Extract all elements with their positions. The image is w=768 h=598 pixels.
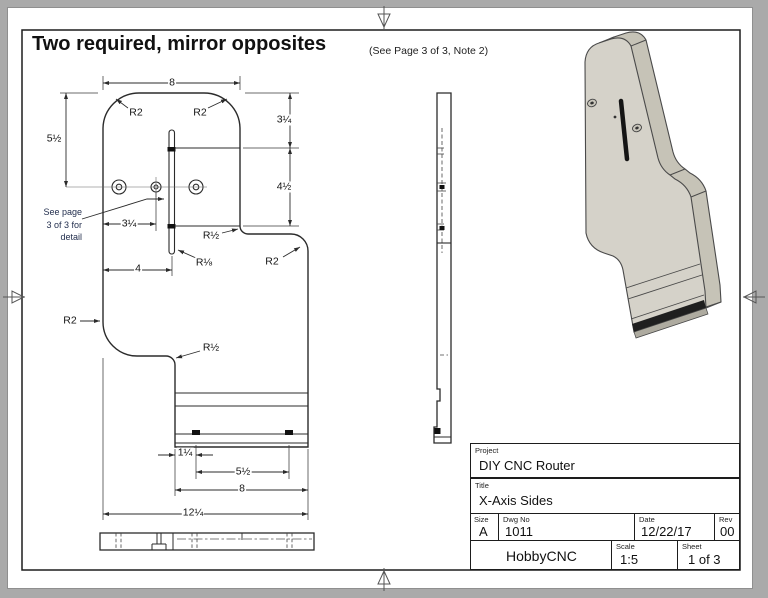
rev-cell: Rev 00 [714, 514, 741, 540]
center-mark-left [3, 290, 26, 304]
company-name: HobbyCNC [506, 548, 577, 564]
title-block-info-row: Size A Dwg No 1011 Date 12/22/17 Rev 00 [471, 514, 739, 541]
foot-hole-mark-right [285, 430, 293, 435]
iso-front-face [584, 37, 707, 333]
iso-slot [618, 98, 630, 162]
front-view [66, 92, 309, 448]
foot-hole-mark-left [192, 430, 200, 435]
title-value: X-Axis Sides [479, 493, 553, 508]
slot-tick-lower [167, 224, 176, 229]
dwg-no-value: 1011 [505, 524, 533, 539]
size-label: Size [474, 515, 489, 524]
date-value: 12/22/17 [641, 524, 692, 539]
rev-value: 00 [720, 524, 735, 539]
date-label: Date [639, 515, 655, 524]
project-value: DIY CNC Router [479, 458, 575, 473]
size-cell: Size A [471, 514, 498, 540]
title-block-project-row: Project DIY CNC Router [471, 444, 739, 479]
center-mark-top [377, 6, 391, 29]
center-mark-right [742, 290, 765, 304]
iso-view [584, 31, 722, 339]
title-block-bottom-row: HobbyCNC Scale 1:5 Sheet 1 of 3 [471, 541, 739, 569]
slot-tick-upper [167, 147, 176, 152]
bottom-tslot [151, 533, 174, 550]
rev-label: Rev [719, 515, 733, 524]
bottom-outline [99, 532, 315, 551]
date-cell: Date 12/22/17 [634, 514, 714, 540]
scale-label: Scale [616, 542, 635, 551]
sheet-cell: Sheet 1 of 3 [677, 541, 741, 569]
iso-flange-bottom [633, 307, 709, 339]
company-cell: HobbyCNC [471, 541, 611, 569]
scale-value: 1:5 [620, 552, 639, 567]
front-slot [168, 129, 176, 255]
side-outline [433, 92, 452, 444]
side-view [433, 92, 452, 444]
dwg-no-cell: Dwg No 1011 [498, 514, 634, 540]
scale-cell: Scale 1:5 [611, 541, 677, 569]
drawing-border [21, 29, 741, 571]
size-value: A [479, 524, 488, 539]
leader-lines [80, 98, 301, 359]
title-block: Project DIY CNC Router Title X-Axis Side… [470, 443, 740, 570]
iso-holes [587, 98, 642, 133]
center-mark-bottom [377, 568, 391, 591]
bottom-hidden-lines [115, 533, 293, 550]
title-label: Title [475, 481, 489, 490]
title-block-title-row: Title X-Axis Sides [471, 479, 739, 514]
sheet-value: 1 of 3 [688, 552, 721, 567]
bottom-view [99, 532, 315, 551]
project-label: Project [475, 446, 499, 455]
sheet-label: Sheet [682, 542, 702, 551]
iso-flange-lines [625, 263, 705, 320]
dwg-no-label: Dwg No [503, 515, 530, 524]
iso-flange-dark-band [632, 300, 706, 332]
